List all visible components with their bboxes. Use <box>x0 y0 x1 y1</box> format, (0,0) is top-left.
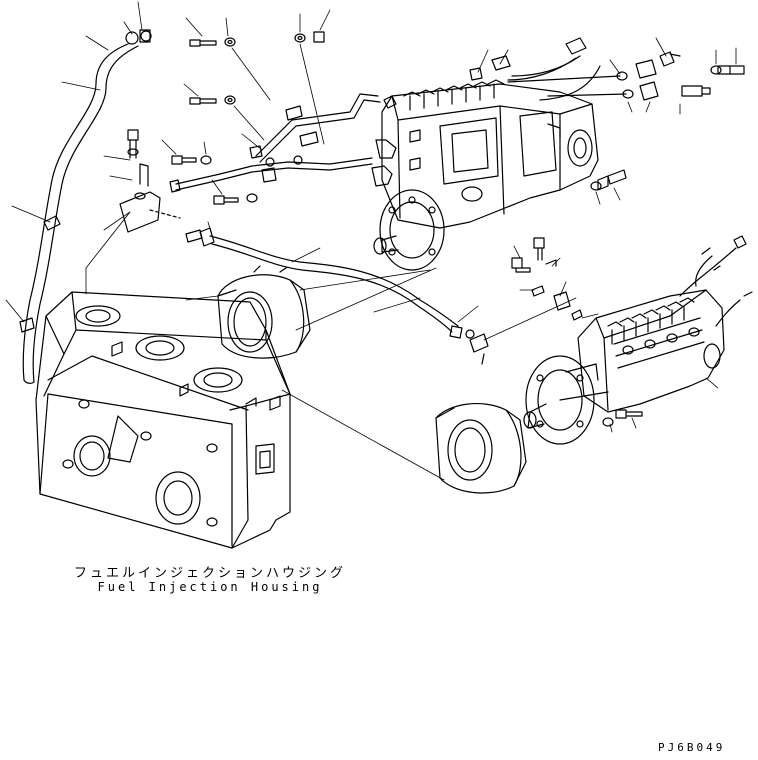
leader-lines-lower-right <box>514 246 718 432</box>
assembly-guide-lines <box>86 212 444 480</box>
pump-flange-lower <box>524 356 608 444</box>
diagram-caption-japanese: フュエルインジェクションハウジング <box>73 566 346 581</box>
leader-lines-top <box>162 10 330 194</box>
injection-housing <box>36 292 290 548</box>
pump-flange-upper <box>374 190 444 270</box>
pump-wiring-lower <box>680 236 752 326</box>
hose-clamp-top <box>126 30 151 44</box>
fuel-pipe-middle <box>186 228 488 364</box>
bolts-washers-top <box>172 32 324 204</box>
fuel-hose-left <box>20 44 138 383</box>
injection-pump-upper <box>382 80 598 228</box>
leader-lines-left <box>6 2 142 322</box>
coupling-upper <box>218 266 310 358</box>
leader-lines-middle <box>208 222 576 340</box>
bolts-lower-right <box>512 238 642 426</box>
pump-connectors-upper <box>470 38 744 190</box>
mounting-bracket <box>120 164 180 232</box>
bolt-left-vertical <box>128 130 138 158</box>
injection-pump-lower <box>578 290 724 412</box>
leader-lines-upper-right <box>478 38 736 204</box>
fuel-lines-top <box>170 94 396 192</box>
diagram-caption-english: Fuel Injection Housing <box>97 580 323 594</box>
drawing-code-label: PJ6B049 <box>658 741 726 754</box>
coupling-lower <box>436 404 526 493</box>
